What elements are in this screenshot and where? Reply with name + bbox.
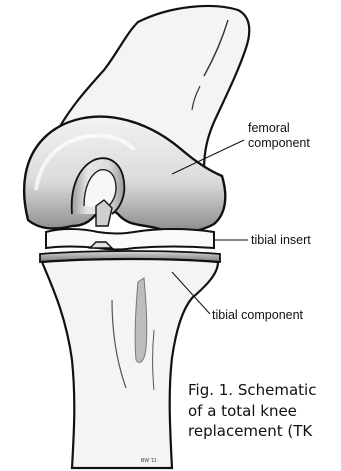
tibial-insert-label: tibial insert [251, 233, 311, 248]
femoral-component-label: femoral component [248, 121, 338, 151]
artist-credit: BW '11 [141, 458, 157, 464]
caption-line: of a total knee [188, 401, 341, 422]
tibial-keel [135, 278, 147, 362]
tibial-insert [46, 229, 214, 250]
caption-line: Fig. 1. Schematic [188, 380, 341, 401]
tibial-component-label: tibial component [212, 308, 303, 323]
caption-line: replacement (TK [188, 421, 341, 442]
figure-caption: Fig. 1. Schematic of a total knee replac… [188, 380, 341, 460]
